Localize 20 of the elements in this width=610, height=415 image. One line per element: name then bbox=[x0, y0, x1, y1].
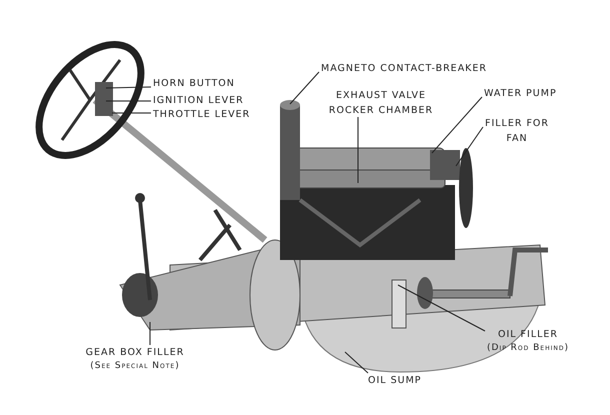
note-text: (Dip Rod Behind) bbox=[486, 342, 570, 355]
leader-line bbox=[106, 86, 152, 88]
part-label: GEAR BOX FILLER bbox=[84, 346, 186, 360]
leader-line bbox=[106, 100, 152, 102]
leader-line bbox=[344, 352, 368, 374]
part-label: OIL FILLER bbox=[496, 328, 560, 342]
note-text: (See Special Note) bbox=[89, 360, 181, 373]
part-label: WATER PUMP bbox=[484, 87, 557, 101]
part-label: MAGNETO CONTACT-BREAKER bbox=[321, 62, 488, 76]
leader-line bbox=[112, 112, 152, 114]
leader-line bbox=[398, 284, 486, 332]
part-label: THROTTLE LEVER bbox=[153, 108, 250, 122]
part-label: EXHAUST VALVE ROCKER CHAMBER bbox=[328, 89, 434, 118]
part-label: HORN BUTTON bbox=[153, 77, 235, 91]
leader-line bbox=[432, 96, 482, 154]
leader-line bbox=[290, 72, 320, 104]
leader-line bbox=[456, 126, 484, 166]
part-label: IGNITION LEVER bbox=[153, 94, 244, 108]
part-label: OIL SUMP bbox=[368, 374, 422, 388]
part-label: FILLER FOR FAN bbox=[484, 117, 550, 146]
